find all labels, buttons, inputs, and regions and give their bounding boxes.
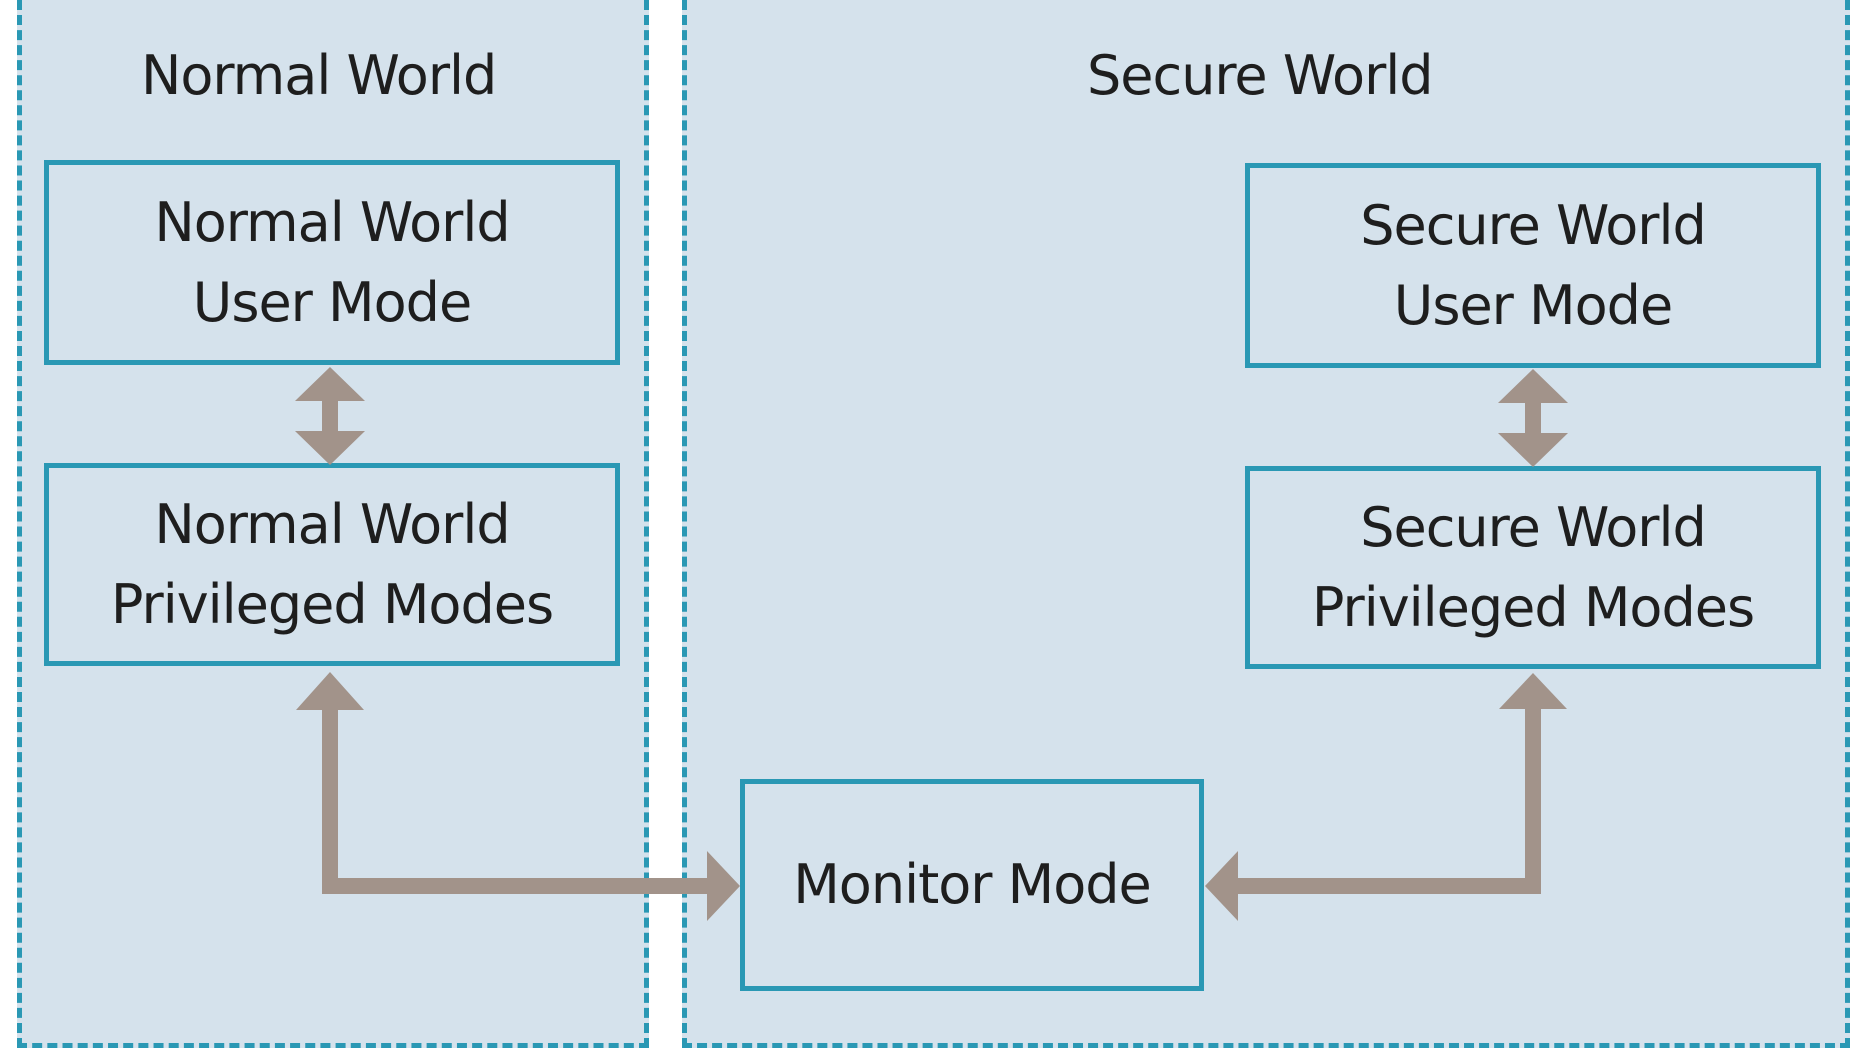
secure-world-privileged-line1: Secure World — [1360, 495, 1707, 559]
secure-world-privileged-modes-box: Secure World Privileged Modes — [1245, 466, 1821, 669]
secure-world-privileged-line2: Privileged Modes — [1311, 575, 1755, 639]
normal-world-privileged-line1: Normal World — [154, 492, 510, 556]
monitor-mode-box: Monitor Mode — [740, 779, 1204, 991]
secure-world-user-mode-box: Secure World User Mode — [1245, 163, 1821, 368]
secure-world-user-mode-line2: User Mode — [1393, 273, 1673, 337]
normal-world-privileged-modes-box: Normal World Privileged Modes — [44, 463, 620, 666]
normal-world-user-mode-box: Normal World User Mode — [44, 160, 620, 365]
normal-world-user-mode-line1: Normal World — [154, 190, 510, 254]
secure-world-title: Secure World — [1087, 44, 1434, 107]
secure-world-user-mode-line1: Secure World — [1360, 193, 1707, 257]
normal-world-privileged-line2: Privileged Modes — [110, 572, 554, 636]
normal-world-title: Normal World — [141, 44, 497, 107]
normal-world-user-mode-line2: User Mode — [192, 270, 472, 334]
monitor-mode-label: Monitor Mode — [793, 853, 1152, 916]
